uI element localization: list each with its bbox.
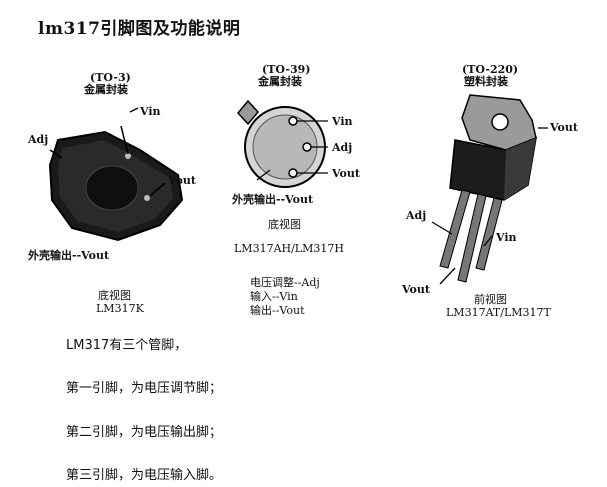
to220-view-caption: 前视图 bbox=[474, 293, 507, 306]
to39-pin-adj-label: Adj bbox=[332, 141, 353, 154]
to220-model-caption: LM317AT/LM317T bbox=[446, 306, 551, 319]
to39-model-caption: LM317AH/LM317H bbox=[234, 242, 344, 255]
to3-package-label: (TO-3) bbox=[90, 71, 131, 84]
to3-view-caption: 底视图 bbox=[98, 289, 131, 302]
to39-legend-adj: 电压调整--Adj bbox=[250, 276, 320, 289]
to220-pin-vout-label: Vout bbox=[402, 283, 430, 296]
to39-material-label: 金属封装 bbox=[258, 75, 302, 88]
to220-material-label: 塑料封装 bbox=[464, 75, 508, 88]
to220-pin-adj-label: Adj bbox=[406, 209, 427, 222]
to3-case-label: 外壳输出--Vout bbox=[28, 249, 110, 262]
to3-material-label: 金属封装 bbox=[84, 83, 128, 96]
to39-case-label: 外壳输出--Vout bbox=[232, 193, 314, 206]
to220-pin-vin-label: Vin bbox=[496, 231, 517, 244]
to39-package-drawing bbox=[237, 99, 328, 188]
to3-package-drawing bbox=[48, 107, 184, 242]
to220-package-label: (TO-220) bbox=[462, 63, 519, 76]
to39-legend-vin: 输入--Vin bbox=[250, 290, 298, 303]
to3-pin-vin-label: Vin bbox=[140, 105, 161, 118]
paragraph-pin1: 第一引脚，为电压调节脚； bbox=[66, 381, 223, 396]
page-title: lm317引脚图及功能说明 bbox=[38, 19, 241, 39]
paragraph-pin3: 第三引脚，为电压输入脚。 bbox=[66, 468, 223, 483]
to39-package-label: (TO-39) bbox=[262, 63, 311, 76]
to39-view-caption: 底视图 bbox=[268, 218, 301, 231]
to3-pin-vout-label: Vout bbox=[168, 174, 196, 187]
paragraph-pin-count: LM317有三个管脚， bbox=[66, 338, 188, 353]
to3-model-caption: LM317K bbox=[96, 302, 144, 315]
paragraph-pin2: 第二引脚，为电压输出脚； bbox=[66, 425, 223, 440]
to39-pin-vin-label: Vin bbox=[332, 115, 353, 128]
to3-pin-adj-label: Adj bbox=[28, 133, 49, 146]
to39-pin-vout-label: Vout bbox=[332, 167, 360, 180]
to220-pin-vout-tab-label: Vout bbox=[550, 121, 578, 134]
to39-legend-vout: 输出--Vout bbox=[250, 304, 305, 317]
to220-package-drawing bbox=[431, 94, 548, 285]
